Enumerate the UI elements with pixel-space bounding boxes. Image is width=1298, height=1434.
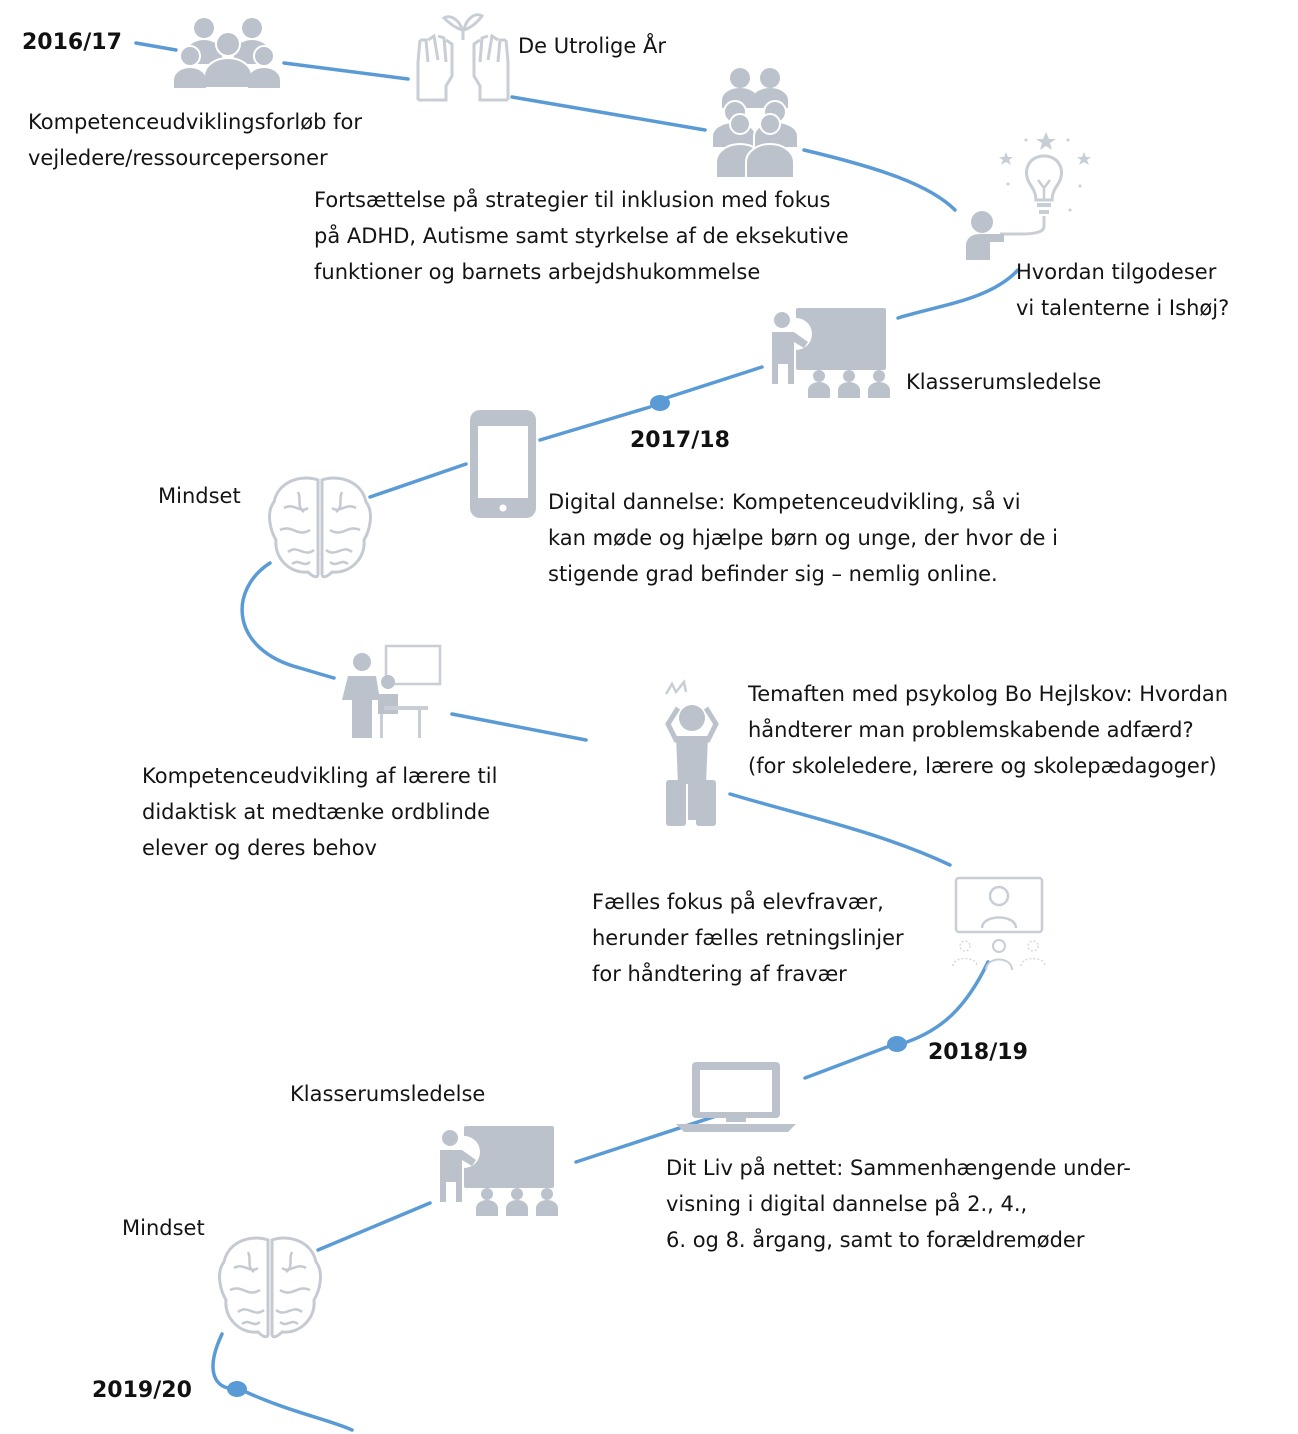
team-icon [711, 68, 799, 179]
video-meeting-icon [952, 876, 1046, 971]
label-klasserumsledelse-2: Klasserumsledelse [290, 1082, 486, 1106]
year-label-2019-20: 2019/20 [92, 1378, 192, 1403]
stressed-person-icon [664, 679, 719, 826]
label-inklusion: Fortsættelse på strategier til inklusion… [314, 188, 849, 284]
label-digital-dannelse: Digital dannelse: Kompetenceudvikling, s… [548, 490, 1058, 586]
classroom-teacher-icon [440, 1126, 558, 1216]
year-label-2017-18: 2017/18 [630, 428, 730, 453]
label-temaaften: Temaften med psykolog Bo Hejlskov: Hvord… [748, 682, 1229, 778]
tutor-icon [342, 644, 442, 738]
smartphone-icon [470, 410, 536, 518]
group-icon [174, 18, 280, 89]
year-label-2018-19: 2018/19 [928, 1040, 1028, 1065]
label-klasserumsledelse-1: Klasserumsledelse [906, 370, 1102, 394]
label-mindset-1: Mindset [158, 484, 241, 508]
year-marker-2019-20 [227, 1381, 247, 1397]
label-elevfravaer: Fælles fokus på elevfravær,herunder fæll… [592, 890, 904, 986]
label-utrolige-aar: De Utrolige År [518, 34, 666, 58]
year-marker-2018-19 [887, 1036, 907, 1052]
timeline-path [134, 41, 1020, 1432]
brain-icon [218, 1236, 322, 1339]
laptop-icon [676, 1062, 796, 1132]
brain-icon [268, 476, 372, 579]
year-marker-2017-18 [650, 395, 670, 411]
praying-hands-icon [416, 13, 510, 102]
label-dit-liv: Dit Liv på nettet: Sammenhængende under-… [666, 1156, 1131, 1252]
label-mindset-2: Mindset [122, 1216, 205, 1240]
lightbulb-idea-icon [966, 132, 1091, 260]
year-markers [227, 395, 907, 1397]
year-label-2016-17: 2016/17 [22, 30, 122, 55]
classroom-teacher-icon [772, 308, 890, 398]
